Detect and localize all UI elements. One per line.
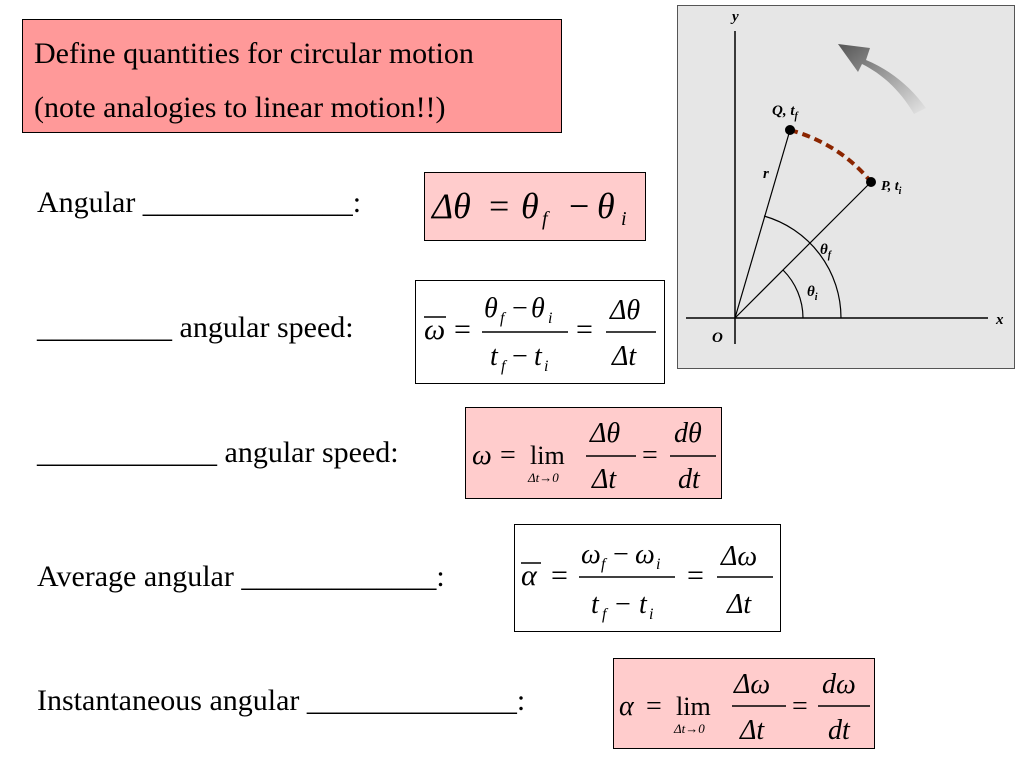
origin-label: O	[712, 330, 723, 346]
radius-label: r	[763, 166, 769, 182]
average-speed-label: _________ angular speed:	[37, 311, 354, 344]
eq-minus: −	[615, 589, 631, 620]
eq-lhs: ω	[424, 313, 445, 346]
eq-sub: f	[601, 556, 608, 573]
path-arc	[789, 128, 873, 184]
point-p	[866, 177, 876, 187]
eq-lhs: α	[619, 691, 635, 722]
eq-lim-sub: Δt→0	[527, 470, 559, 485]
eq-omega: ω	[635, 539, 655, 570]
eq-num: Δω	[720, 541, 757, 572]
theta-i-arc	[782, 269, 804, 319]
eq-sub: f	[501, 358, 508, 375]
average-speed-equation: ω = θ f − θ i t f − t i = Δθ Δt	[424, 293, 656, 375]
displacement-equation: Δθ = θ f − θ i	[430, 186, 627, 230]
eq-sub: f	[602, 606, 609, 623]
title-line-2: (note analogies to linear motion!!)	[34, 91, 446, 124]
theta-f-label: θf	[820, 242, 833, 261]
eq-equals: =	[687, 559, 704, 592]
eq-theta: θ	[484, 293, 498, 324]
eq-equals: =	[792, 691, 808, 722]
eq-den: Δt	[611, 341, 637, 372]
average-accel-equation-box: α = ω f − ω i t f − t i = Δω Δt	[514, 524, 781, 632]
title-box: Define quantities for circular motion (n…	[22, 19, 562, 133]
eq-den: dt	[678, 464, 701, 495]
displacement-label: Angular ______________:	[37, 186, 362, 219]
eq-minus: −	[569, 186, 589, 226]
displacement-equation-box: Δθ = θ f − θ i	[424, 172, 646, 241]
eq-minus: −	[613, 539, 629, 570]
eq-sub: i	[649, 606, 653, 623]
average-accel-equation: α = ω f − ω i t f − t i = Δω Δt	[521, 539, 773, 623]
eq-sub: f	[500, 310, 507, 327]
eq-lhs: ω	[472, 440, 492, 471]
eq-den: Δt	[739, 715, 765, 746]
eq-t: t	[591, 589, 600, 620]
point-q	[785, 125, 795, 135]
instant-accel-equation-box: α = lim Δt→0 Δω Δt = dω dt	[613, 658, 875, 749]
eq-num: dω	[822, 669, 856, 700]
eq-t: t	[639, 589, 648, 620]
y-axis-label: y	[730, 9, 739, 25]
average-speed-equation-box: ω = θ f − θ i t f − t i = Δθ Δt	[415, 280, 665, 384]
eq-den: Δt	[591, 464, 617, 495]
eq-den: dt	[828, 715, 851, 746]
eq-lhs: Δθ	[430, 186, 471, 226]
instant-speed-label: ____________ angular speed:	[37, 436, 399, 469]
eq-lim: lim	[676, 692, 711, 721]
point-q-label: Q, tf	[772, 103, 800, 122]
average-accel-label: Average angular _____________:	[37, 560, 445, 593]
eq-lhs: α	[521, 559, 538, 592]
eq-lim-sub: Δt→0	[673, 721, 705, 736]
eq-equals: =	[646, 691, 662, 722]
eq-minus: −	[512, 293, 528, 324]
x-axis-label: x	[995, 312, 1004, 328]
eq-sub: f	[542, 208, 550, 230]
eq-num: dθ	[674, 418, 702, 449]
eq-sub: i	[544, 358, 548, 375]
eq-lim: lim	[530, 441, 565, 470]
instant-speed-equation-box: ω = lim Δt→0 Δθ Δt = dθ dt	[465, 407, 722, 499]
eq-omega: ω	[581, 539, 601, 570]
instant-speed-equation: ω = lim Δt→0 Δθ Δt = dθ dt	[472, 418, 716, 495]
eq-minus: −	[512, 341, 528, 372]
rotation-direction-arrow-icon	[838, 44, 926, 114]
eq-equals: =	[454, 313, 471, 346]
radius-p	[734, 181, 872, 319]
eq-sub: i	[621, 208, 627, 230]
title-line-1: Define quantities for circular motion	[34, 37, 474, 70]
eq-sub: i	[548, 310, 552, 327]
eq-theta: θ	[597, 186, 615, 226]
eq-sub: i	[656, 556, 660, 573]
eq-t: t	[534, 341, 543, 372]
eq-num: Δθ	[609, 295, 640, 326]
circular-motion-diagram: y x O r θf θi Q, tf P, ti	[686, 9, 1004, 346]
eq-num: Δθ	[589, 418, 620, 449]
eq-t: t	[490, 341, 499, 372]
eq-equals: =	[500, 440, 516, 471]
instant-accel-equation: α = lim Δt→0 Δω Δt = dω dt	[619, 669, 870, 746]
eq-equals: =	[576, 313, 593, 346]
eq-equals: =	[551, 559, 568, 592]
circular-motion-figure: y x O r θf θi Q, tf P, ti	[677, 5, 1015, 369]
instant-accel-label: Instantaneous angular ______________:	[37, 684, 526, 717]
eq-den: Δt	[726, 589, 752, 620]
eq-num: Δω	[733, 669, 770, 700]
theta-i-label: θi	[807, 284, 818, 303]
theta-f-arc	[763, 215, 842, 319]
radius-q	[734, 129, 791, 319]
eq-theta: θ	[531, 293, 545, 324]
eq-equals: =	[642, 440, 658, 471]
eq-theta: θ	[521, 186, 539, 226]
point-p-label: P, ti	[881, 179, 902, 197]
eq-equals: =	[489, 186, 509, 226]
